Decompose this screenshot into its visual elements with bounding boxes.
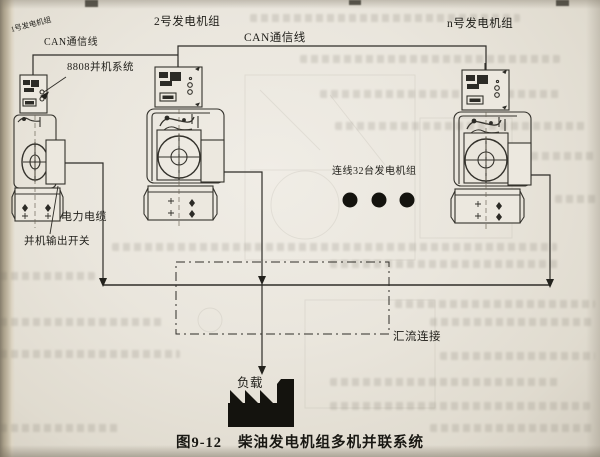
- figure-title: 柴油发电机组多机并联系统: [238, 435, 425, 451]
- power-cable-genN: [531, 174, 551, 284]
- arrow-genN-to-bus: [546, 279, 554, 288]
- arrow-to-panel: [40, 91, 49, 100]
- cropped-print-mark: [85, 0, 98, 7]
- can-line-1-label: CAN通信线: [44, 37, 99, 48]
- power-cable-gen1: [65, 162, 104, 282]
- arrow-gen1-to-bus: [99, 278, 107, 287]
- power-cable-label: 电力电缆: [61, 211, 107, 223]
- page-right-shadow: [586, 0, 600, 457]
- bleedthrough-drawing-ghost: [197, 74, 513, 409]
- can-line-2-label: CAN通信线: [244, 32, 306, 44]
- bus-connection-label: 汇流连接: [393, 331, 441, 343]
- page-top-shadow: [0, 0, 600, 9]
- parallel-system-leader-line: [43, 76, 67, 93]
- arrow-gen2-to-bus: [258, 276, 266, 285]
- genset-2-drawing: [143, 59, 225, 227]
- figure-number: 图9-12: [175, 435, 223, 451]
- wiring-lines: [32, 45, 551, 370]
- cropped-print-mark: [349, 0, 361, 5]
- can-bus-line-2: [177, 45, 487, 70]
- generator-2-label: 2号发电机组: [154, 16, 221, 28]
- arrow-bus-to-load: [258, 366, 266, 375]
- factory-icon: [228, 379, 294, 427]
- figure-caption: 图9-12 柴油发电机组多机并联系统: [0, 431, 600, 452]
- can-bus-line-1: [32, 54, 178, 75]
- ellipsis-dots-icon: [342, 192, 415, 208]
- genset-n-drawing: [450, 62, 532, 230]
- cropped-print-mark: [556, 0, 569, 6]
- page-bottom-shadow: [0, 445, 600, 457]
- expansion-note-label: 连线32台发电机组: [332, 166, 417, 177]
- generator-n-label: n号发电机组: [447, 18, 514, 30]
- parallel-system-label: 8808并机系统: [67, 62, 134, 73]
- arrowheads: [40, 91, 554, 375]
- book-page-edge: [0, 0, 15, 457]
- output-switch-leader-line: [49, 185, 59, 235]
- load-label: 负载: [237, 376, 264, 390]
- power-cable-gen2-to-load: [224, 171, 263, 370]
- output-switch-label: 并机输出开关: [24, 236, 90, 247]
- genset-1-drawing: [11, 74, 66, 228]
- busbar-dashed-box: [175, 261, 390, 335]
